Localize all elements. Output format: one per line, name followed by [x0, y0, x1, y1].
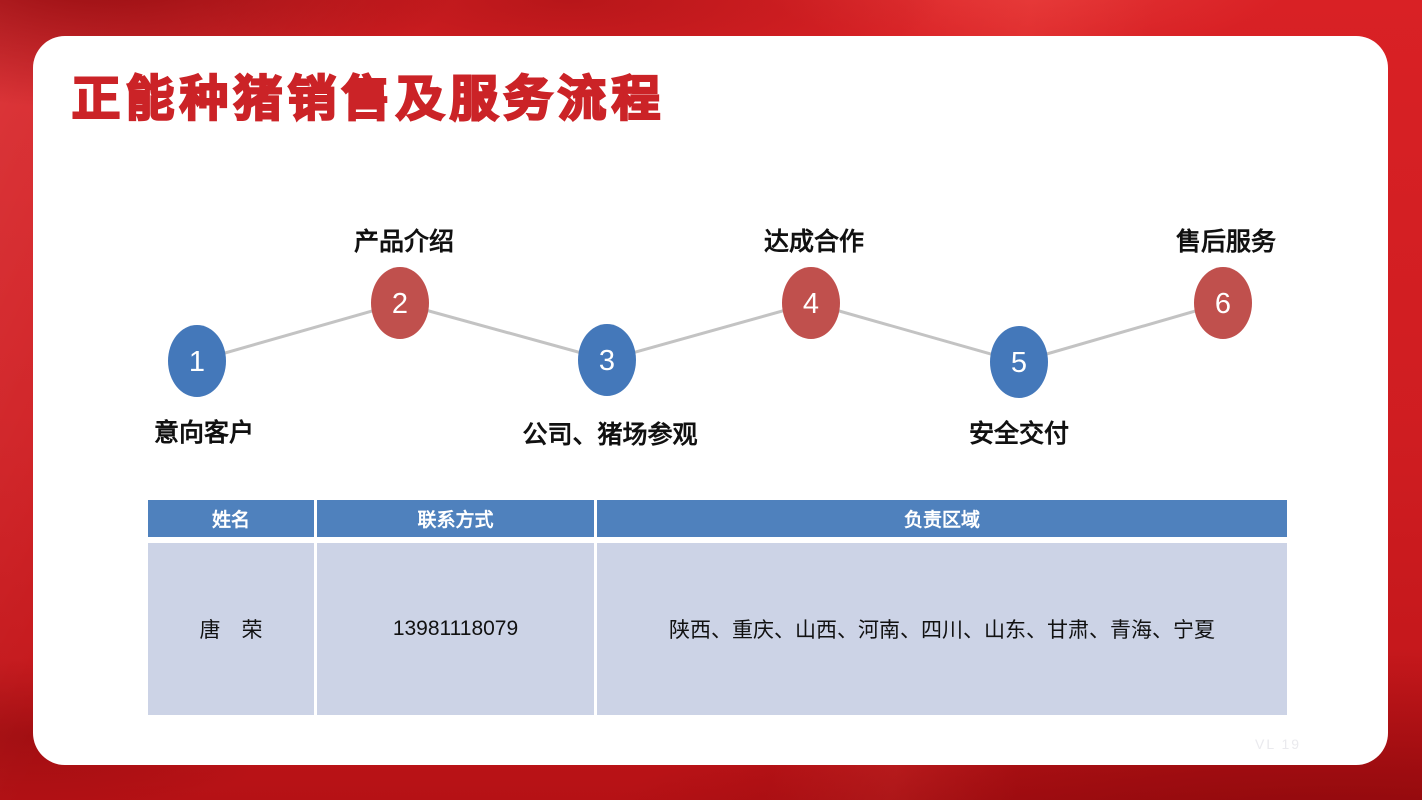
- step-circle-2: [371, 267, 429, 339]
- flow-step-5: 5 安全交付: [969, 326, 1069, 448]
- table-cell-region: 陕西、重庆、山西、河南、四川、山东、甘肃、青海、宁夏: [597, 543, 1287, 715]
- connector-line-3-4: [606, 301, 812, 362]
- table-header-region: 负责区域: [597, 500, 1287, 537]
- slide-title: 正能种猪销售及服务流程: [71, 72, 667, 127]
- table-header-row: 姓名 联系方式 负责区域: [148, 500, 1287, 537]
- step-circle-4: [782, 267, 840, 339]
- step-number-5: 5: [1011, 347, 1027, 379]
- table-header-name: 姓名: [148, 500, 317, 537]
- flow-step-1: 1 意向客户: [154, 325, 254, 447]
- step-label-6: 售后服务: [1176, 227, 1276, 256]
- step-number-6: 6: [1215, 288, 1231, 320]
- step-circle-3: [578, 324, 636, 396]
- step-label-2: 产品介绍: [354, 228, 454, 256]
- flow-step-2: 2 产品介绍: [354, 228, 454, 339]
- step-circle-6: [1194, 267, 1252, 339]
- table-cell-contact: 13981118079: [317, 543, 597, 715]
- step-circle-1: [168, 325, 226, 397]
- slide-content-panel: 正能种猪销售及服务流程 姓名 联系方式 负责区域 唐 荣 13981118079…: [33, 36, 1388, 765]
- step-label-3: 公司、猪场参观: [522, 420, 697, 449]
- contact-table: 姓名 联系方式 负责区域 唐 荣 13981118079 陕西、重庆、山西、河南…: [148, 500, 1287, 715]
- connector-line-2-3: [399, 301, 608, 362]
- watermark: VL 19: [1255, 736, 1302, 752]
- flow-step-4: 4 达成合作: [764, 227, 864, 339]
- connector-line-1-2: [196, 301, 401, 363]
- step-number-2: 2: [392, 288, 408, 320]
- step-label-4: 达成合作: [764, 227, 864, 256]
- step-number-3: 3: [599, 345, 615, 377]
- connector-line-5-6: [1018, 301, 1224, 364]
- table-header-contact: 联系方式: [317, 500, 597, 537]
- step-number-1: 1: [189, 346, 205, 378]
- step-label-5: 安全交付: [969, 419, 1069, 448]
- step-label-1: 意向客户: [154, 418, 254, 447]
- flow-step-3: 3 公司、猪场参观: [522, 324, 698, 449]
- connector-line-4-5: [810, 301, 1020, 364]
- flow-step-6: 6 售后服务: [1176, 227, 1276, 339]
- step-number-4: 4: [803, 288, 819, 320]
- table-row: 唐 荣 13981118079 陕西、重庆、山西、河南、四川、山东、甘肃、青海、…: [148, 543, 1287, 715]
- table-cell-name: 唐 荣: [148, 543, 317, 715]
- step-circle-5: [990, 326, 1048, 398]
